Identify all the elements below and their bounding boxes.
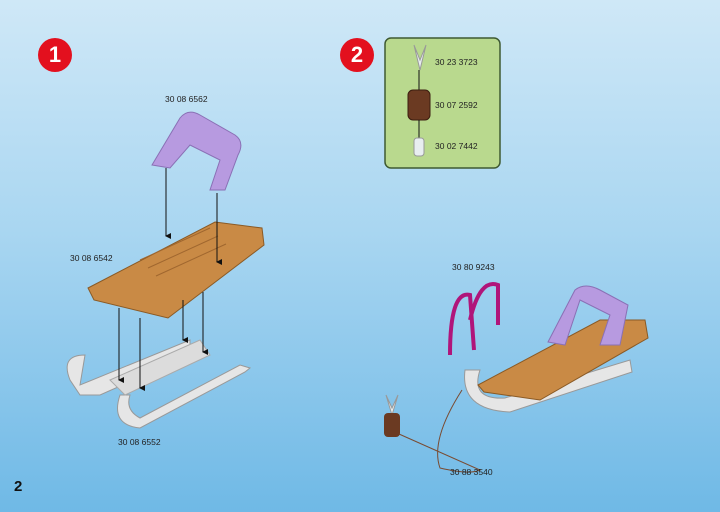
part-number-handles: 30 80 9243 [452, 262, 495, 272]
part-number-seat: 30 08 6542 [70, 253, 113, 263]
sled-assembly [384, 282, 649, 473]
inset-part-number: 30 02 7442 [435, 141, 478, 151]
step-2-badge: 2 [340, 38, 374, 72]
page-number: 2 [14, 478, 23, 495]
backrest-part [151, 111, 242, 191]
part-number-rope: 30 88 3540 [450, 467, 493, 477]
inset-panel [384, 37, 501, 169]
seat-part [87, 221, 265, 319]
part-number-backrest: 30 08 6562 [165, 94, 208, 104]
inset-part-number: 30 23 3723 [435, 57, 478, 67]
step-1-badge: 1 [38, 38, 72, 72]
runners-part [66, 339, 252, 429]
inset-part-number: 30 07 2592 [435, 100, 478, 110]
part-number-runners: 30 08 6552 [118, 437, 161, 447]
assembly-arrows [118, 168, 222, 391]
inset-parts [407, 44, 431, 157]
